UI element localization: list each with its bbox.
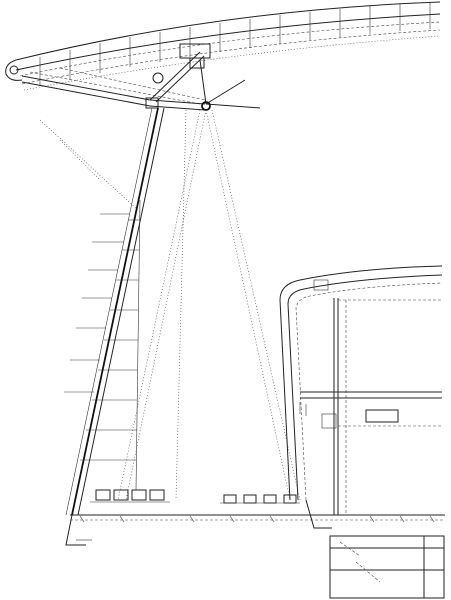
foundation-marks <box>79 515 435 523</box>
right-lower-building <box>279 265 443 529</box>
back-stay-legs <box>117 109 301 501</box>
title-block <box>329 535 445 599</box>
boom-and-ties <box>21 51 261 111</box>
upper-roof-truss <box>5 1 441 91</box>
inclined-column <box>39 107 165 516</box>
ground-and-footings <box>65 489 445 546</box>
